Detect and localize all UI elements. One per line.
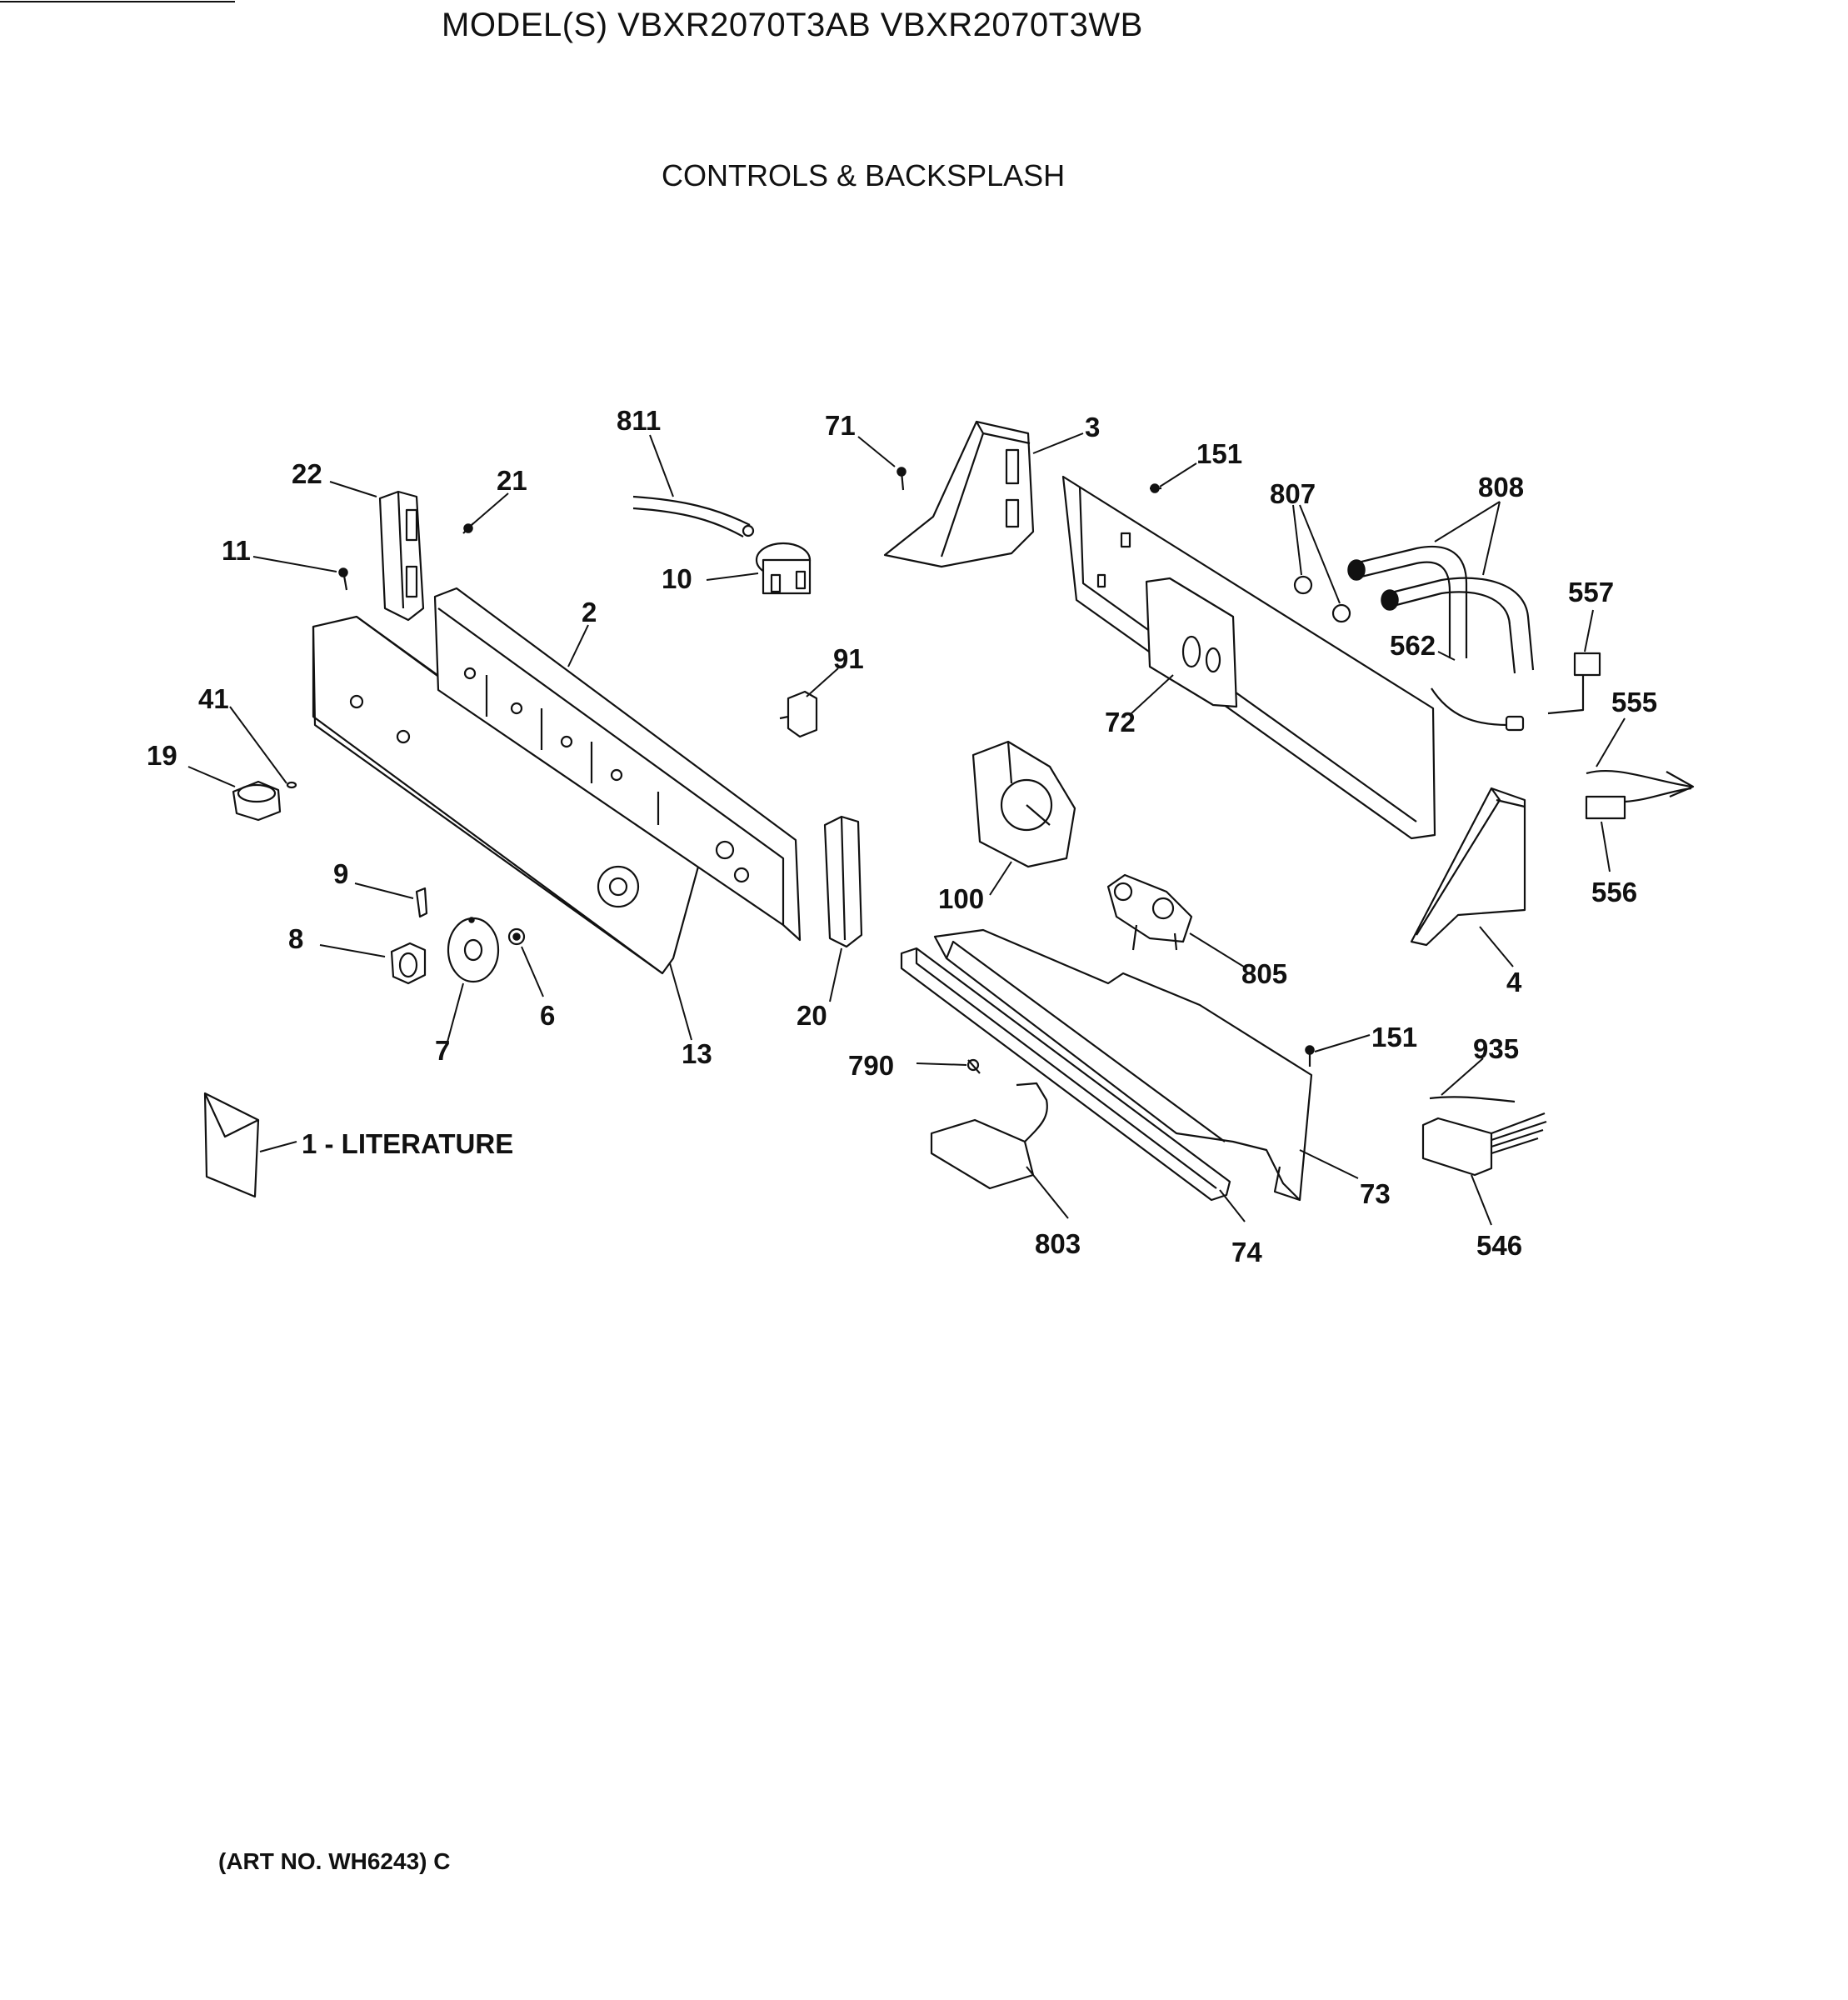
callout-41: 41	[198, 683, 229, 714]
callout-22: 22	[292, 458, 322, 489]
part-935-wire	[1429, 1096, 1516, 1103]
callout-91: 91	[833, 643, 864, 674]
part-2-control-bracket	[433, 587, 802, 942]
part-4-bracket	[1410, 787, 1526, 947]
callout-151-lower: 151	[1371, 1022, 1417, 1052]
callout-13: 13	[682, 1038, 712, 1069]
callout-19: 19	[147, 740, 177, 771]
callout-803: 803	[1035, 1228, 1081, 1259]
callout-10: 10	[662, 563, 692, 594]
callout-807: 807	[1270, 478, 1316, 509]
part-91-switch	[779, 690, 818, 738]
callout-6: 6	[540, 1000, 555, 1031]
callout-555: 555	[1611, 687, 1657, 718]
part-71-screw	[897, 467, 907, 491]
callout-literature: 1 - LITERATURE	[302, 1128, 513, 1159]
callout-7: 7	[435, 1035, 450, 1066]
part-10-pressure-switch	[755, 542, 812, 595]
callout-151-top: 151	[1196, 438, 1242, 469]
part-7-dial	[447, 917, 500, 983]
section-title: CONTROLS & BACKSPLASH	[662, 158, 1066, 192]
part-555-wire	[1586, 770, 1695, 798]
callout-546: 546	[1476, 1230, 1522, 1261]
part-3-bracket	[883, 420, 1035, 568]
callout-labels: 811 71 3 151 807 808 22 21 11 10 2 91 55…	[147, 405, 1657, 1268]
part-808-hoses	[1347, 545, 1535, 674]
part-803-harness	[930, 1082, 1048, 1190]
part-557-sensor	[1547, 652, 1601, 715]
callout-562: 562	[1390, 630, 1436, 661]
callout-71: 71	[825, 410, 856, 441]
part-73-bracket	[933, 928, 1313, 1202]
callout-805: 805	[1241, 958, 1287, 989]
part-805-water-valve	[1106, 873, 1193, 951]
callout-9: 9	[333, 858, 348, 889]
callout-8: 8	[288, 923, 303, 954]
part-11-screw	[338, 568, 348, 591]
callout-72: 72	[1105, 707, 1136, 738]
callout-557: 557	[1568, 577, 1614, 608]
callout-74: 74	[1231, 1237, 1262, 1268]
part-72-backsplash	[1061, 475, 1436, 840]
part-151-screw-lower	[1305, 1045, 1315, 1067]
part-8-knob	[390, 942, 427, 985]
part-811-hose	[632, 495, 755, 538]
part-151-screw-top	[1150, 483, 1161, 493]
callout-21: 21	[497, 465, 527, 496]
model-title: MODEL(S) VBXR2070T3AB VBXR2070T3WB	[442, 7, 1143, 43]
callout-11: 11	[222, 535, 251, 566]
part-6-nut	[507, 928, 526, 946]
part-562-connector	[1431, 688, 1525, 732]
callout-100: 100	[938, 883, 984, 914]
callout-73: 73	[1360, 1178, 1391, 1209]
art-number: (ART NO. WH6243) C	[218, 1848, 451, 1874]
literature-envelope	[203, 1092, 260, 1198]
callout-3: 3	[1085, 412, 1100, 442]
leader-lines	[187, 432, 1626, 1226]
part-20-end-cap	[823, 815, 863, 948]
part-546-harness	[1421, 1112, 1547, 1177]
callout-790: 790	[848, 1050, 894, 1081]
part-74-rail	[900, 947, 1231, 1202]
part-41-clip	[286, 781, 297, 789]
part-22-end-cap	[378, 490, 425, 622]
callout-2: 2	[582, 597, 597, 628]
part-100-timer	[971, 740, 1076, 868]
callout-811: 811	[617, 405, 661, 436]
part-9-clip	[415, 887, 428, 918]
callout-808: 808	[1478, 472, 1524, 502]
callout-4: 4	[1506, 967, 1522, 998]
part-556-connector	[1585, 787, 1692, 820]
part-807-washers	[1293, 575, 1351, 623]
callout-20: 20	[797, 1000, 827, 1031]
callout-935: 935	[1473, 1033, 1519, 1064]
part-790-clip	[966, 1058, 981, 1074]
part-19-knob	[232, 780, 282, 822]
callout-556: 556	[1591, 877, 1637, 908]
